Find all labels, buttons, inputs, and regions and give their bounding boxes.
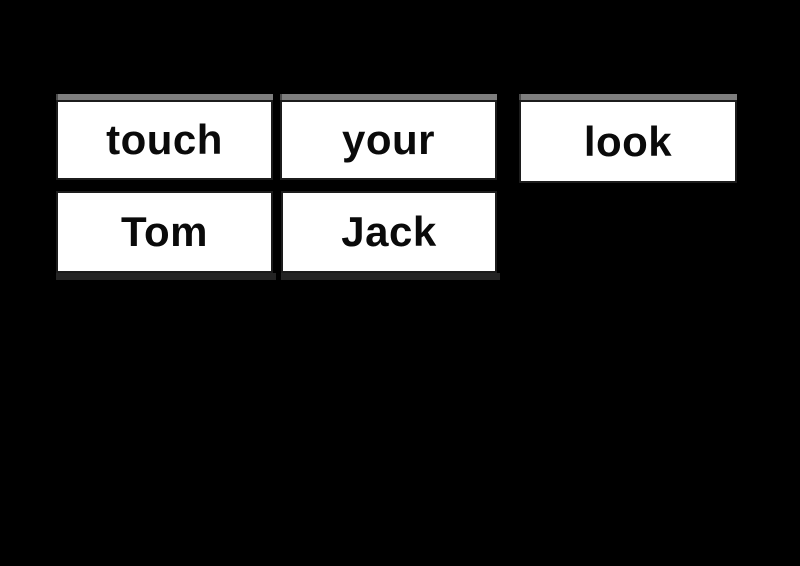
word-label: your bbox=[341, 116, 435, 163]
word-label: touch bbox=[106, 116, 223, 163]
card-face: Jack bbox=[281, 191, 497, 273]
word-label: Jack bbox=[341, 208, 437, 255]
card-top-edge bbox=[280, 94, 497, 100]
word-card-jack[interactable]: Jack bbox=[281, 191, 500, 280]
word-label: look bbox=[583, 117, 673, 165]
card-face: your bbox=[280, 100, 497, 180]
word-card-tom[interactable]: Tom bbox=[56, 191, 276, 280]
card-face: touch bbox=[56, 100, 273, 180]
word-card-look[interactable]: look bbox=[519, 94, 737, 183]
card-face: look bbox=[519, 100, 737, 183]
card-face: Tom bbox=[56, 191, 273, 273]
card-bottom-shadow bbox=[56, 273, 276, 280]
card-bottom-shadow bbox=[281, 273, 500, 280]
word-card-your[interactable]: your bbox=[280, 94, 497, 180]
card-top-edge bbox=[519, 94, 737, 100]
card-top-edge bbox=[56, 94, 273, 100]
word-card-touch[interactable]: touch bbox=[56, 94, 273, 180]
word-label: Tom bbox=[120, 208, 209, 255]
